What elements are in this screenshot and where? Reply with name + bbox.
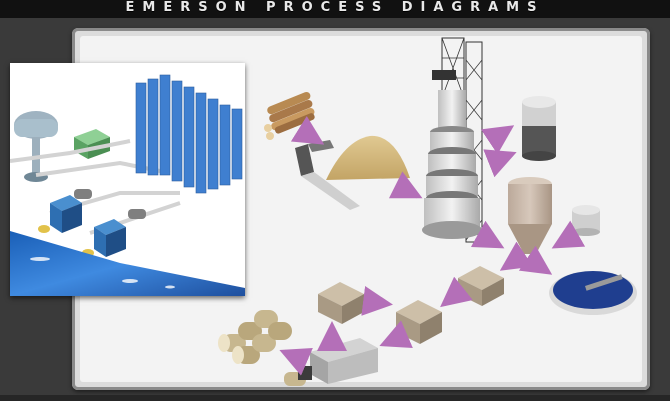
footer-bar	[0, 395, 670, 401]
green-unit	[74, 129, 110, 159]
kiln-tower	[422, 37, 483, 243]
header-bar	[0, 0, 670, 18]
flow-arrows	[279, 116, 586, 376]
press-machine	[284, 338, 378, 386]
sand-pile	[326, 135, 410, 180]
water-tower	[14, 111, 58, 182]
silo-top-right	[522, 96, 556, 161]
box-right	[458, 266, 504, 306]
clarifier	[549, 271, 637, 315]
pumps	[38, 189, 146, 257]
tank-small	[572, 205, 600, 236]
inset-illustration	[10, 63, 245, 296]
rolls	[218, 310, 292, 364]
box-middle	[396, 300, 442, 344]
water-sparkles	[30, 257, 175, 289]
page-title: EMERSON PROCESS DIAGRAMS	[125, 0, 545, 15]
feeder	[295, 140, 360, 210]
water-pool	[10, 231, 245, 296]
silo-main	[508, 177, 552, 254]
blue-racks	[135, 74, 243, 194]
box-left	[318, 282, 364, 324]
